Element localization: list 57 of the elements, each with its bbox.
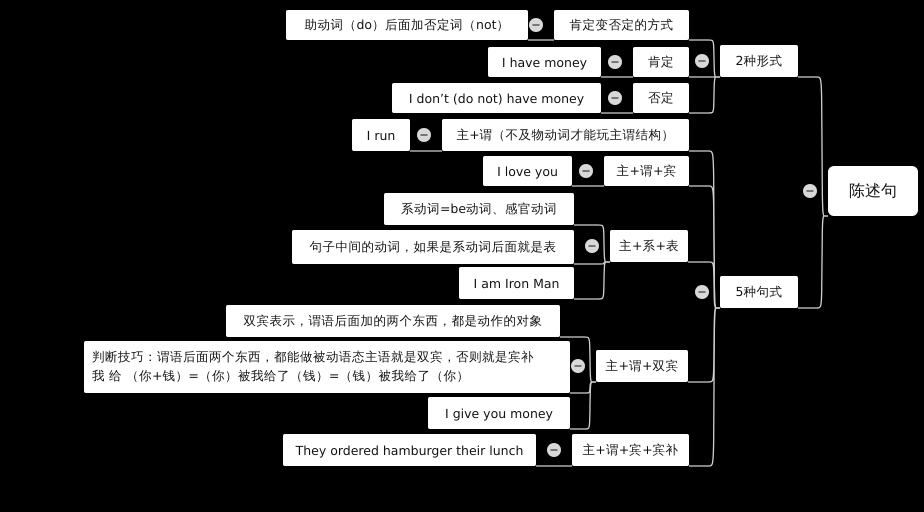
branch-line — [601, 76, 633, 78]
root-topic-box — [828, 166, 918, 216]
topic-box — [292, 230, 574, 264]
topic-box — [610, 230, 688, 262]
topic-text: 系动词=be动词、感官动词 — [400, 200, 558, 218]
topic-box — [442, 119, 689, 151]
topic-text: 句子中间的动词，如果是系动词后面就是表 — [310, 238, 556, 256]
topic-box — [226, 305, 560, 337]
topic-text: 肯定 — [648, 54, 674, 70]
topic-box — [596, 350, 688, 382]
branch-line — [689, 76, 720, 114]
topic-text: 肯定变否定的方式 — [570, 16, 674, 34]
topic-text: 主+谓+宾+宾补 — [582, 442, 679, 458]
topic-box — [554, 10, 689, 40]
topic-box — [720, 45, 798, 77]
topic-box — [572, 434, 689, 466]
topic-text: 陈述句 — [849, 180, 897, 202]
topic-box — [488, 47, 601, 77]
branch-line — [572, 185, 604, 187]
topic-text: 主+谓+双宾 — [606, 358, 678, 374]
topic-box — [392, 83, 601, 113]
branch-line — [528, 39, 554, 41]
topic-box — [604, 156, 689, 186]
topic-text: 主+谓+宾 — [616, 162, 676, 180]
topic-box — [428, 397, 570, 429]
topic-text: 否定 — [648, 90, 674, 106]
topic-box — [384, 193, 574, 225]
topic-text: I have money — [502, 54, 588, 70]
branch-line — [689, 307, 720, 467]
topic-box — [286, 10, 528, 40]
topic-text: 主+系+表 — [619, 238, 679, 254]
branch-line — [601, 112, 633, 114]
branch-line — [570, 381, 596, 430]
topic-text: I love you — [497, 164, 558, 178]
topic-box — [352, 119, 410, 151]
topic-text: I am Iron Man — [474, 276, 560, 290]
topic-box — [459, 267, 574, 299]
topic-text: 助动词（do）后面加否定词（not） — [304, 16, 510, 34]
branch-line — [536, 465, 572, 467]
topic-text: I don’t (do not) have money — [408, 90, 584, 106]
topic-text: 5种句式 — [736, 284, 782, 300]
topic-box — [84, 341, 570, 393]
topic-box — [483, 156, 572, 186]
topic-text: They ordered hamburger their lunch — [296, 442, 524, 458]
topic-text: I give you money — [445, 406, 553, 420]
topic-text: 双宾表示，谓语后面加的两个东西，都是动作的对象 — [244, 312, 542, 330]
branch-line — [410, 150, 442, 152]
branch-line — [574, 261, 610, 300]
topic-box — [633, 47, 689, 77]
topic-text: 判断技巧：谓语后面两个东西，都能做被动语态主语就是双宾，否则就是宾补我 给 （你+钱）=（你）被我给了（钱）=（钱）被我给了（你） — [92, 348, 535, 385]
topic-box — [720, 276, 798, 308]
topic-box — [633, 83, 689, 113]
topic-text: 2种形式 — [736, 52, 782, 70]
topic-text: 主+谓（不及物动词才能玩主谓结构） — [456, 126, 675, 144]
topic-box — [283, 434, 536, 466]
topic-text: I run — [366, 128, 396, 142]
branch-line — [798, 215, 828, 309]
